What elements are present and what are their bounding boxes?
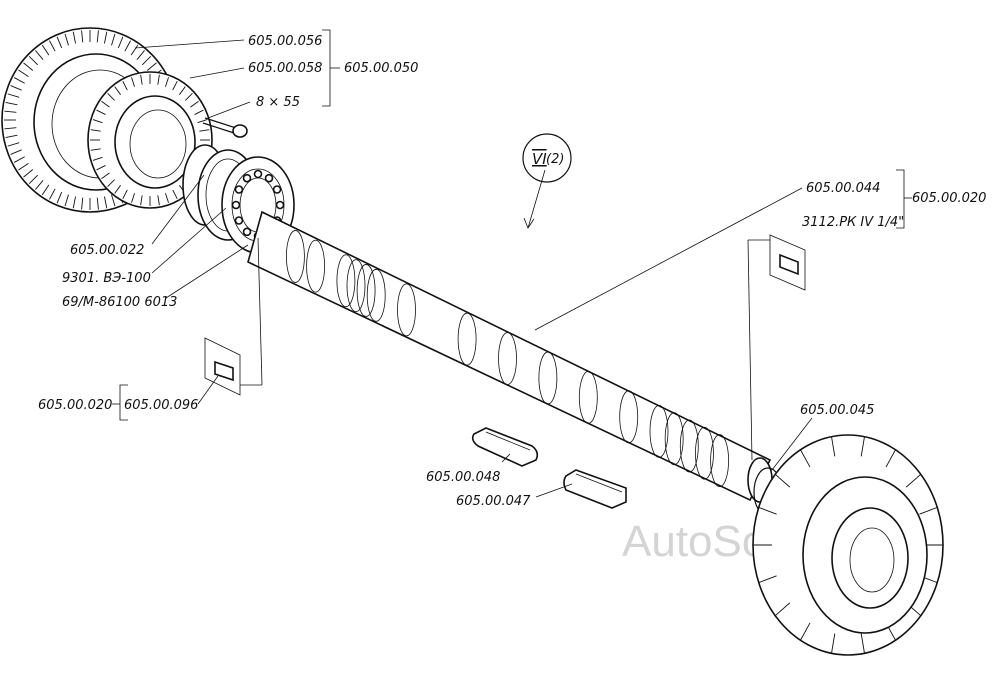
key-lower-icon xyxy=(563,469,627,509)
label-bolt: 8 × 55 xyxy=(256,95,300,110)
label-bearing: 69/М-86100 6013 xyxy=(62,295,177,310)
label-section-ref: VI xyxy=(532,150,547,168)
label-gear-assembly: 605.00.050 xyxy=(344,61,418,76)
plug-left-icon xyxy=(204,237,263,396)
label-shaft: 605.00.044 xyxy=(806,181,880,196)
label-bearing-ring: 9301. ВЭ-100 xyxy=(62,271,151,286)
label-key-upper: 605.00.048 xyxy=(426,470,500,485)
label-shaft-assembly: 605.00.020 xyxy=(912,191,986,206)
leader-lines xyxy=(112,29,912,498)
section-marker: VI (2) xyxy=(522,133,572,183)
bolt-icon xyxy=(202,117,248,138)
label-gear-outer: 605.00.056 xyxy=(248,34,322,49)
small-gear xyxy=(87,71,213,209)
gear-assembly xyxy=(1,27,248,213)
key-upper-icon xyxy=(471,427,539,467)
label-plug-right: 3112.РК IV 1/4" xyxy=(802,215,904,230)
label-ring: 605.00.022 xyxy=(70,243,144,258)
label-gear-inner: 605.00.058 xyxy=(248,61,322,76)
label-snap-ring: 605.00.045 xyxy=(800,403,874,418)
plug-right-icon xyxy=(747,234,806,461)
clutch-drum xyxy=(752,434,944,656)
label-key-lower: 605.00.047 xyxy=(456,494,531,509)
label-assembly-left: 605.00.020 xyxy=(38,398,112,413)
label-section-ref-num: (2) xyxy=(546,152,564,167)
label-plug-left: 605.00.096 xyxy=(124,398,198,413)
